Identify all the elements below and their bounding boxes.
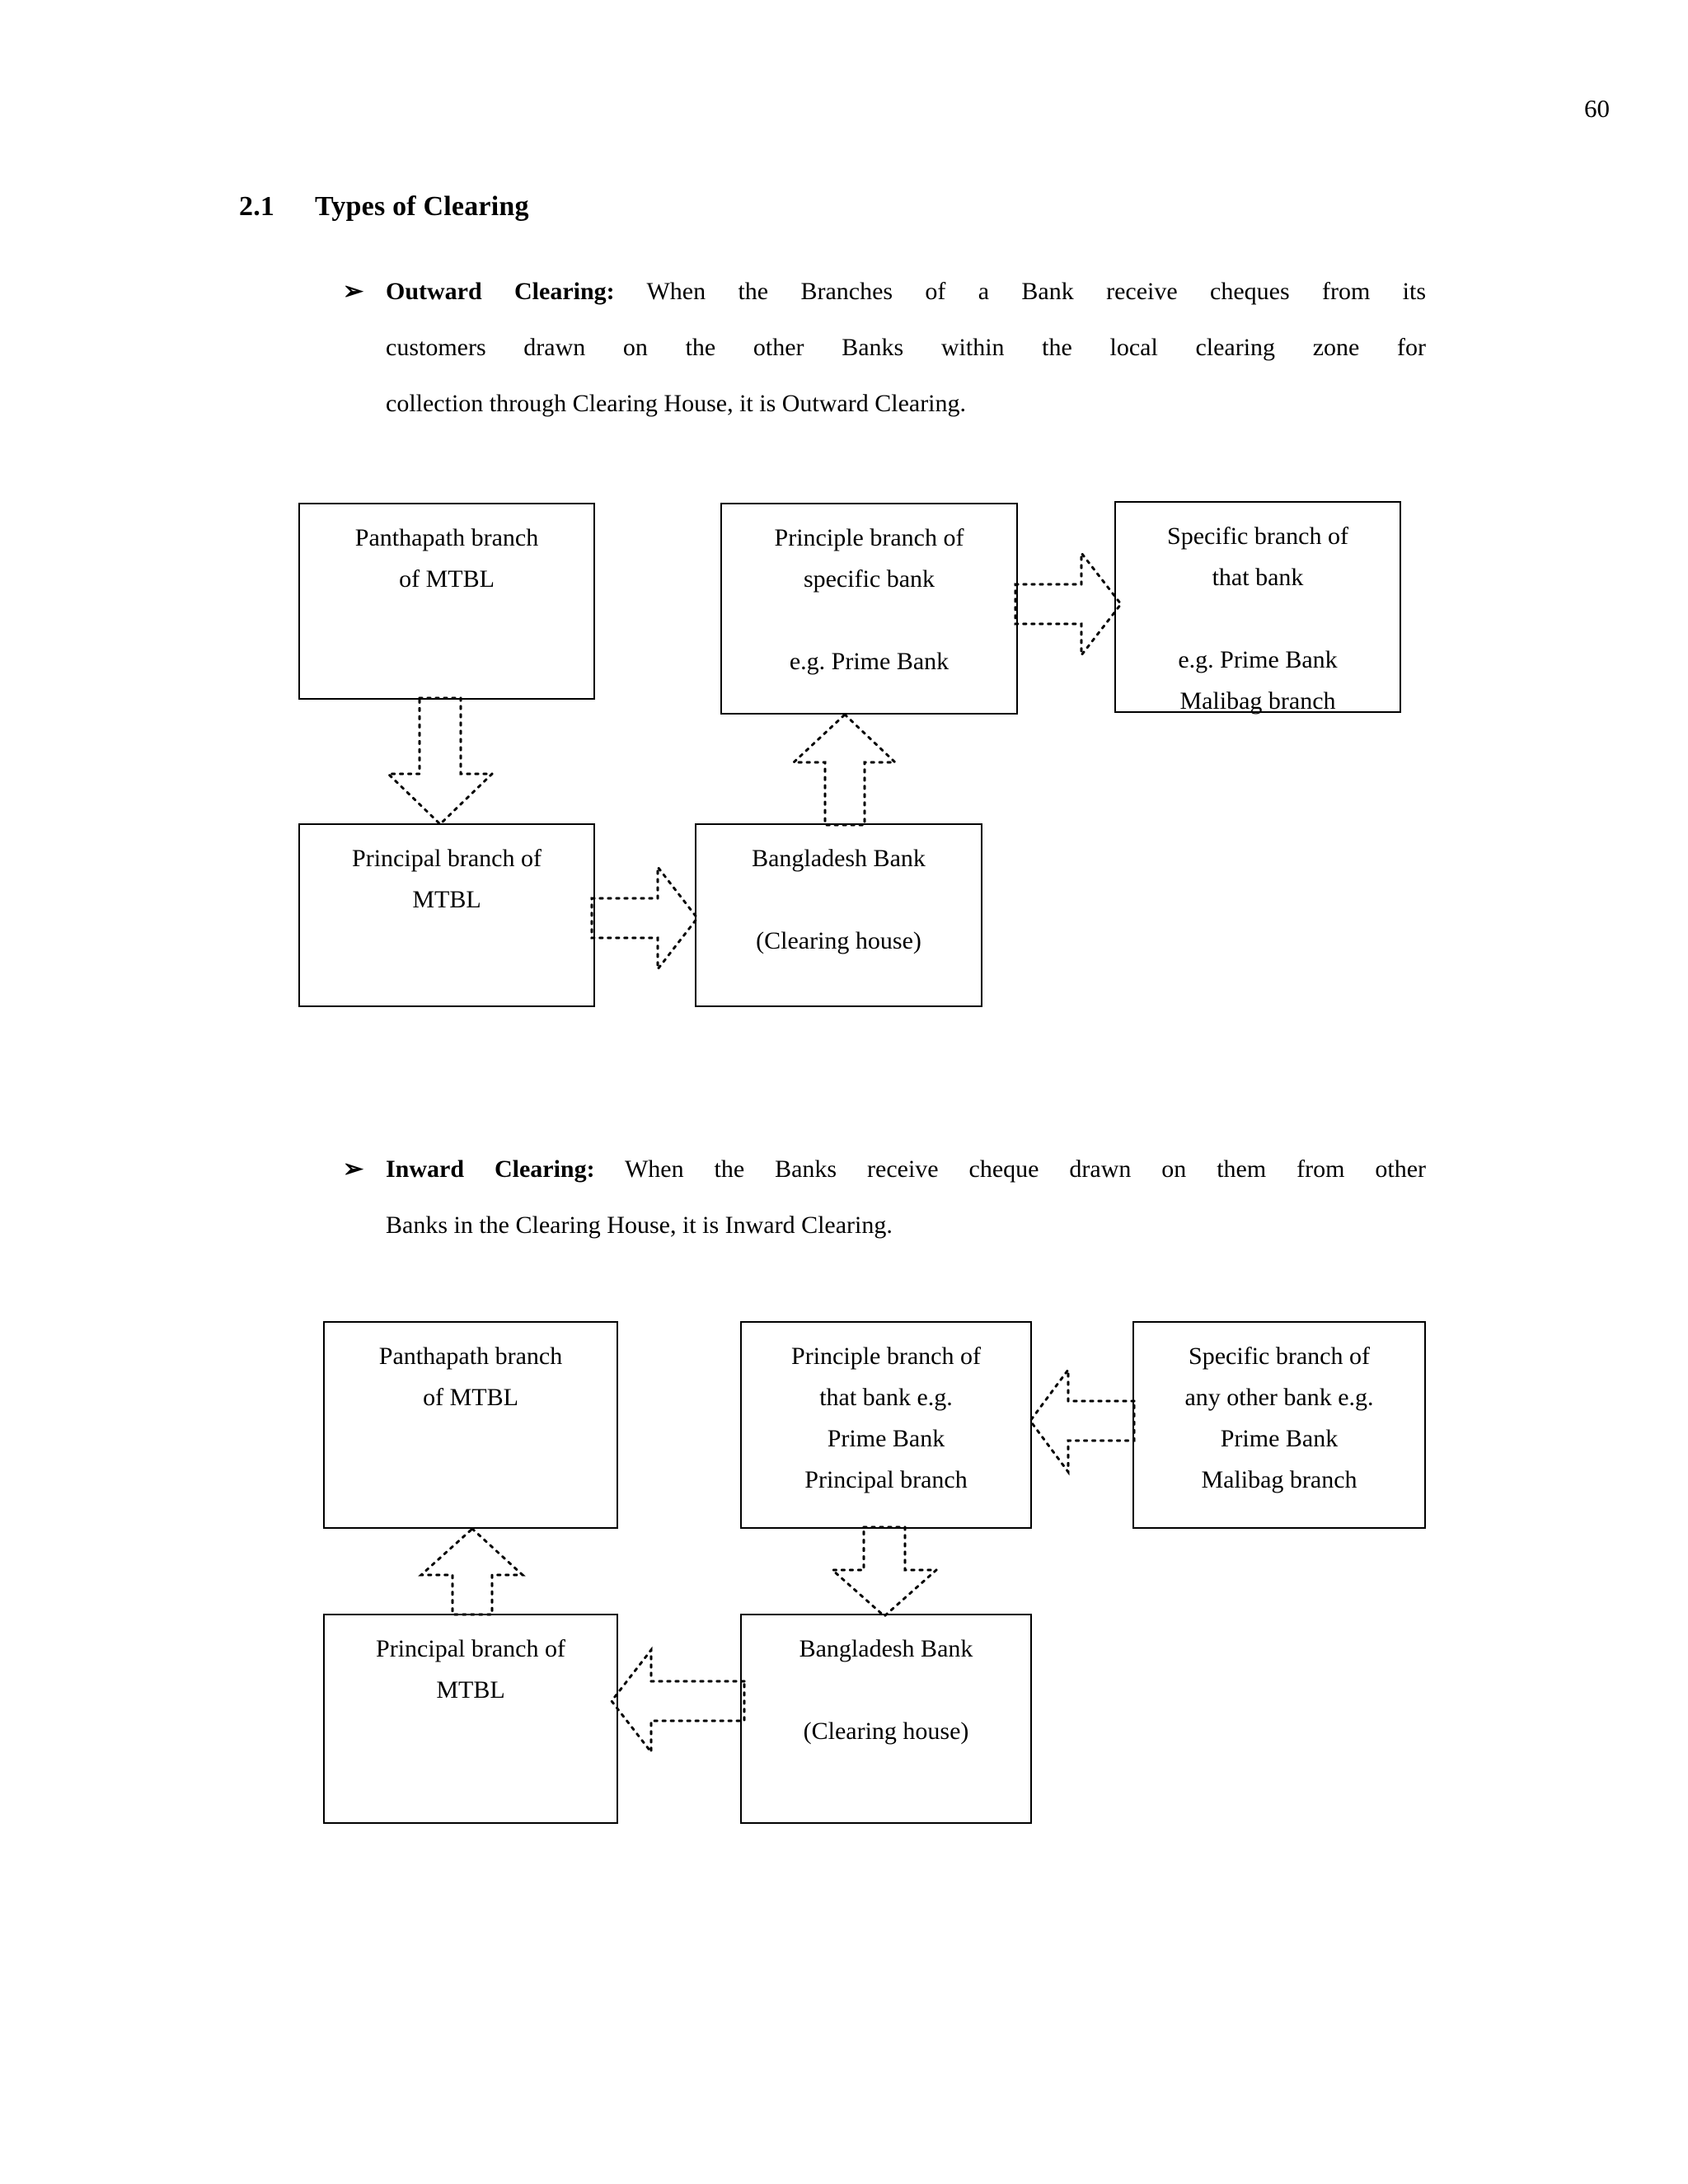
section-number: 2.1 [239, 191, 275, 222]
inward-box-principal-mtbl: Principal branch of MTBL [323, 1614, 618, 1824]
page-number: 60 [1584, 94, 1610, 123]
outward-lead-label: Outward Clearing: [386, 278, 615, 305]
outward-arrow-clearing-house-to-principle-branch [790, 712, 898, 827]
inward-arrow-principal-to-panthapath [418, 1526, 526, 1616]
outward-line-1-text: When the Branches of a Bank receive cheq… [614, 278, 1426, 305]
outward-arrow-panthapath-to-principal [385, 696, 495, 827]
outward-line-1: Outward Clearing: When the Branches of a… [386, 264, 1426, 320]
inward-line-2: Banks in the Clearing House, it is Inwar… [386, 1212, 893, 1239]
inward-box-specific-any-other-bank: Specific branch of any other bank e.g. P… [1132, 1321, 1426, 1529]
section-title: Types of Clearing [315, 191, 529, 222]
inward-box-bangladesh-bank: Bangladesh Bank (Clearing house) [740, 1614, 1032, 1824]
inward-box-principle-that-bank: Principle branch of that bank e.g. Prime… [740, 1321, 1032, 1529]
outward-line-2: customers drawn on the other Banks withi… [386, 334, 1426, 361]
outward-box-panthapath: Panthapath branch of MTBL [298, 503, 595, 700]
outward-arrow-principal-to-clearing-house [590, 863, 699, 973]
inward-line-1: Inward Clearing: When the Banks receive … [386, 1141, 1426, 1197]
bullet-arrow-icon: ➢ [343, 278, 364, 305]
inward-line-1-text: When the Banks receive cheque drawn on t… [594, 1155, 1426, 1183]
bullet-arrow-icon: ➢ [343, 1155, 364, 1183]
page-title: 2.1 Types of Clearing [239, 191, 529, 223]
inward-arrow-principle-to-clearing-house [829, 1526, 940, 1619]
outward-box-principal-mtbl: Principal branch of MTBL [298, 823, 595, 1007]
inward-lead-label: Inward Clearing: [386, 1155, 595, 1183]
outward-box-specific-branch-that-bank: Specific branch of that bank e.g. Prime … [1114, 501, 1401, 715]
inward-clearing-paragraph: ➢ Inward Clearing: When the Banks receiv… [343, 1141, 1426, 1254]
outward-line-3: collection through Clearing House, it is… [386, 390, 967, 417]
outward-box-principle-specific-bank: Principle branch of specific bank e.g. P… [720, 503, 1018, 715]
outward-box-bangladesh-bank: Bangladesh Bank (Clearing house) [695, 823, 982, 1007]
inward-arrow-specific-to-principle-branch [1029, 1366, 1136, 1476]
inward-arrow-clearing-house-to-principal [610, 1646, 746, 1756]
inward-box-panthapath: Panthapath branch of MTBL [323, 1321, 618, 1529]
outward-arrow-principle-to-specific-branch [1014, 549, 1123, 659]
outward-clearing-paragraph: ➢ Outward Clearing: When the Branches of… [343, 264, 1426, 432]
